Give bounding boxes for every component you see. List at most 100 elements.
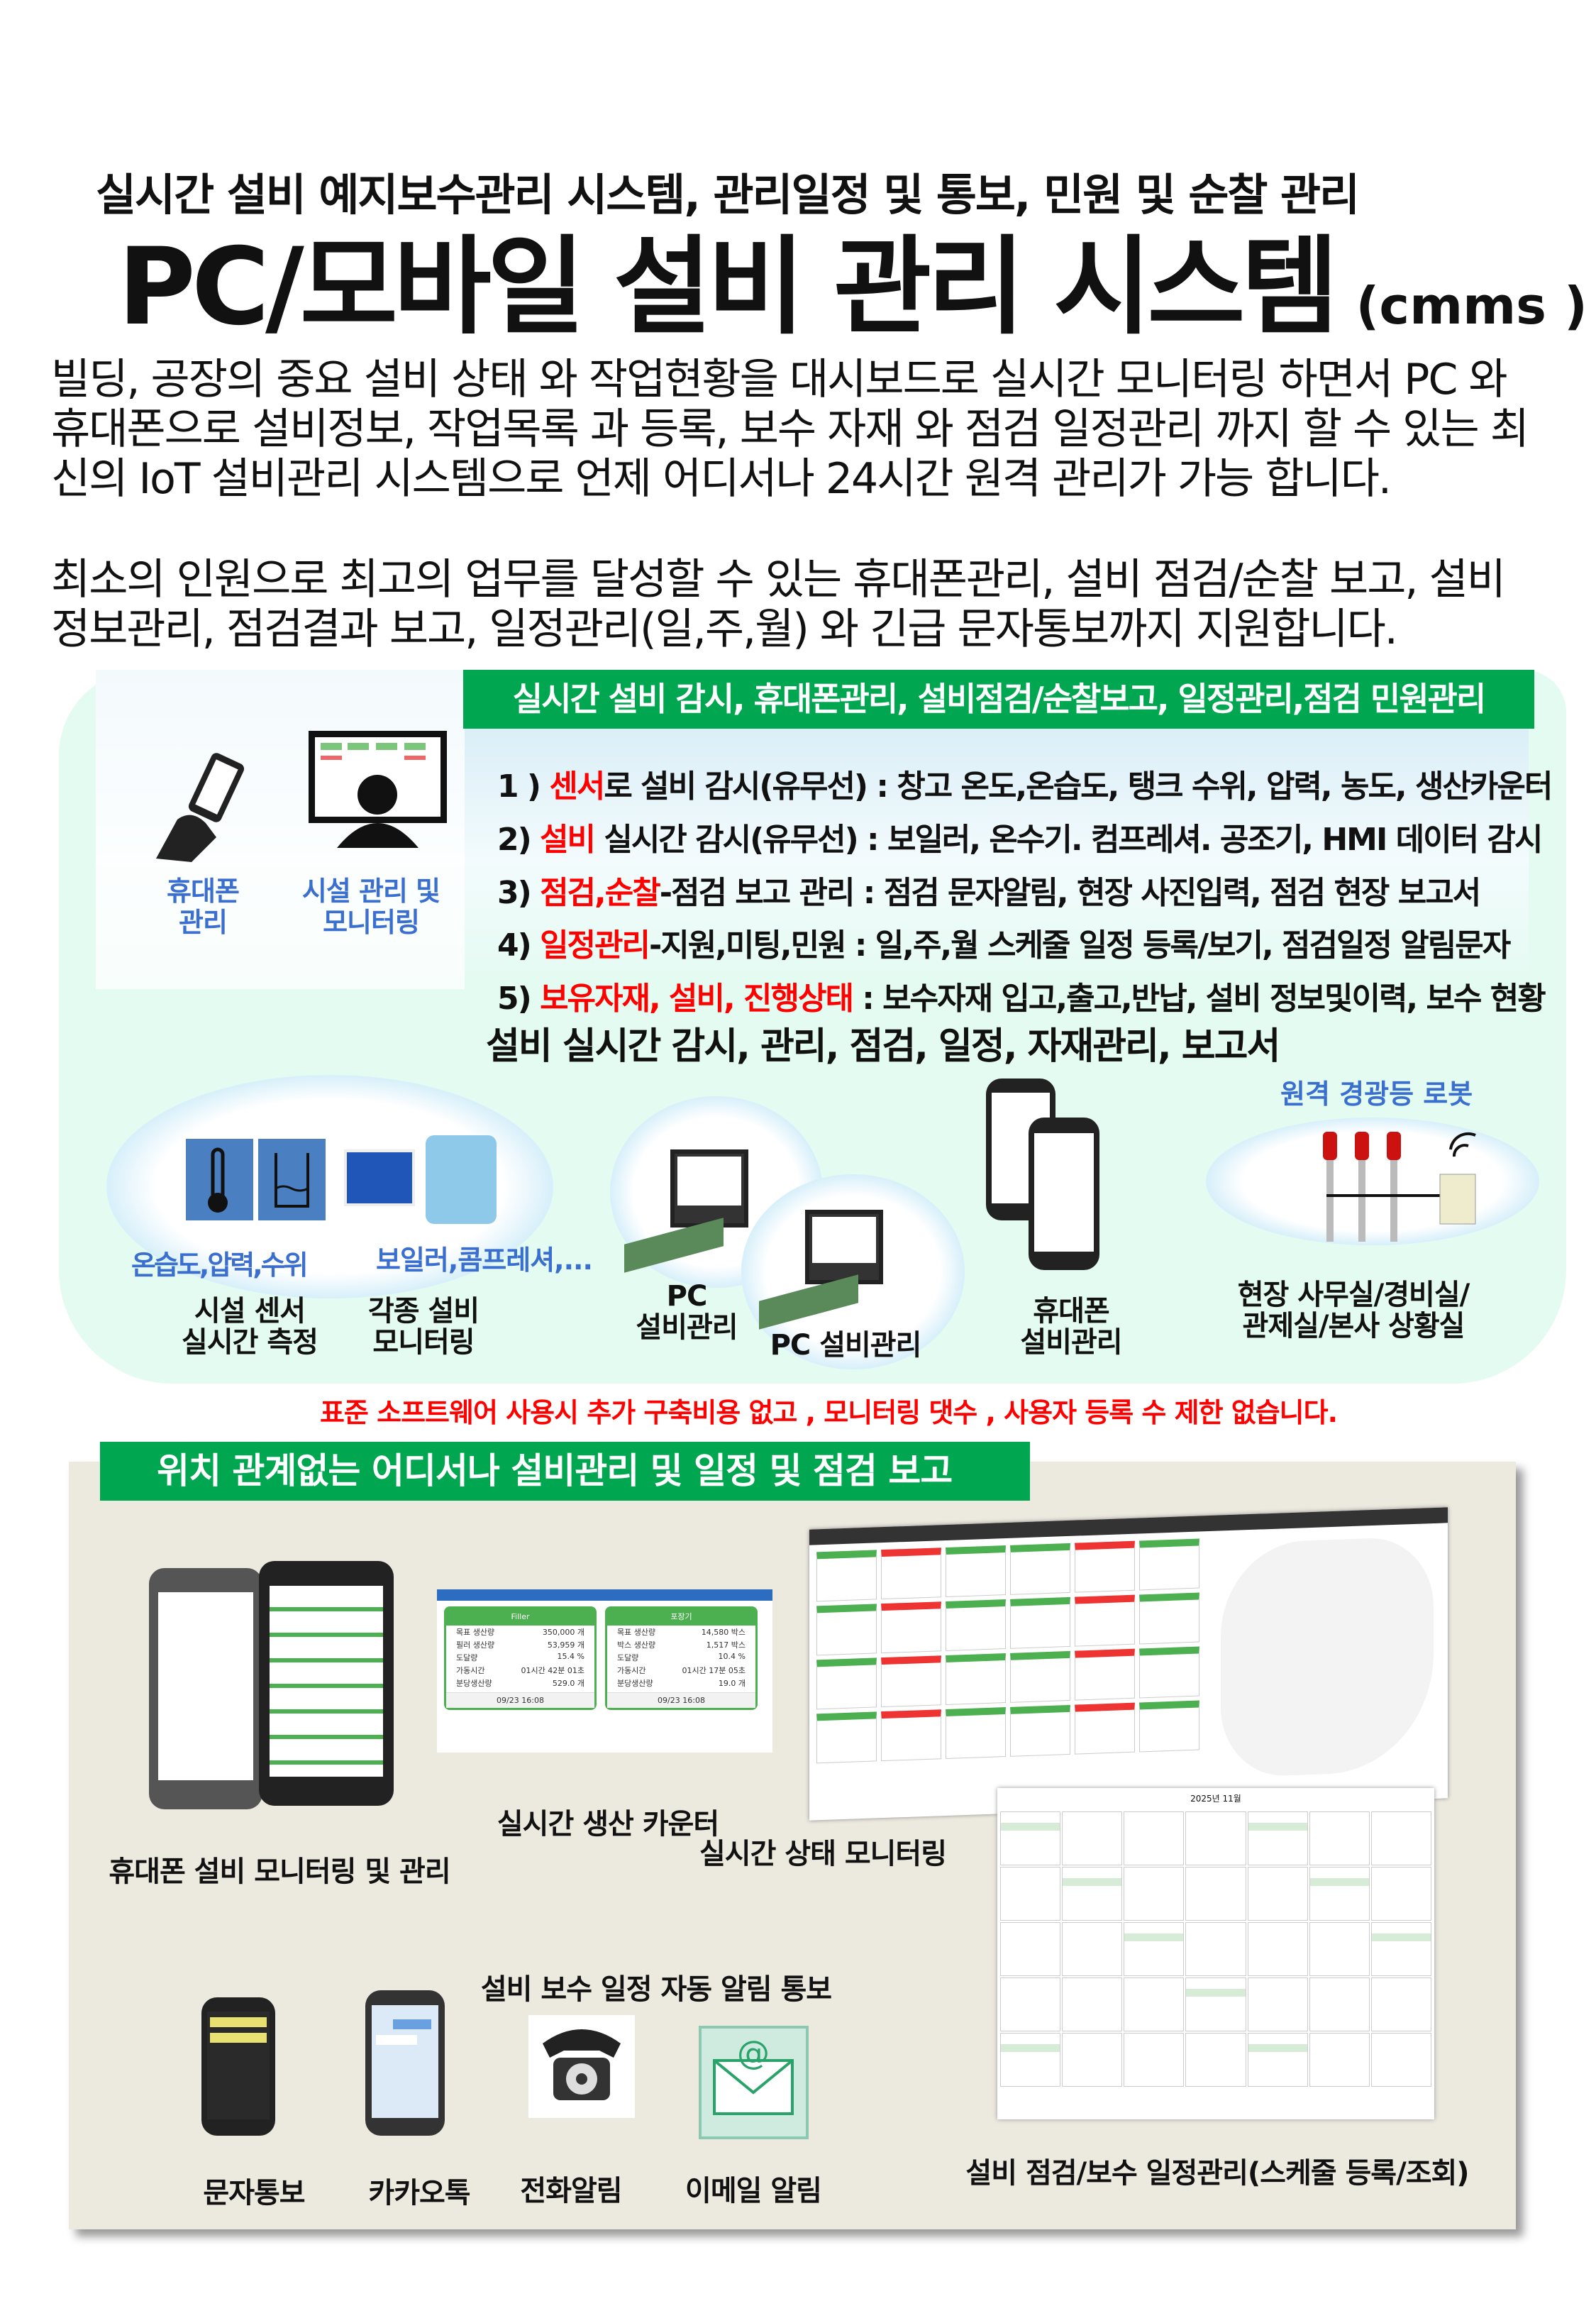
status-tile	[946, 1599, 1006, 1652]
status-tile	[1075, 1648, 1135, 1701]
calendar-day[interactable]	[1124, 1867, 1185, 1921]
counter-value: 529.0 개	[552, 1679, 584, 1688]
label-line: 관리	[179, 907, 228, 938]
kakaotalk-phone-icon	[365, 1990, 445, 2136]
counter-label: 도달량	[617, 1653, 639, 1662]
calendar-day[interactable]	[1000, 1811, 1061, 1865]
warning-light-robot-icon	[1312, 1128, 1497, 1249]
item-highlight: 점검,순찰	[540, 875, 661, 911]
calendar-day[interactable]	[1124, 1977, 1185, 2031]
caption-line: 설비관리	[1020, 1326, 1122, 1359]
calendar-day[interactable]	[1124, 2033, 1185, 2087]
caption-line: 관제실/본사 상황실	[1242, 1310, 1465, 1342]
section2-tab: 위치 관계없는 어디서나 설비관리 및 일정 및 점검 보고	[100, 1442, 1030, 1501]
status-tile	[1010, 1650, 1070, 1703]
counter-caption: 실시간 생산 카운터	[497, 1808, 719, 1841]
calendar-day[interactable]	[1185, 1977, 1246, 2031]
counter-value: 01시간 17분 05초	[682, 1666, 746, 1675]
pc-monitor-icon	[805, 1210, 883, 1284]
status-tile	[1139, 1700, 1199, 1753]
calendar-day[interactable]	[1309, 2033, 1370, 2087]
calendar-day[interactable]	[1062, 1811, 1123, 1865]
calendar-day[interactable]	[1370, 1867, 1431, 1921]
intro-line: 빌딩, 공장의 중요 설비 상태 와 작업현황을 대시보드로 실시간 모니터링 …	[51, 355, 1508, 404]
calendar-day[interactable]	[1247, 1977, 1308, 2031]
equipment-types-label: 보일러,콤프레셔,...	[376, 1245, 593, 1276]
intro-line: 최소의 인원으로 최고의 업무를 달성할 수 있는 휴대폰관리, 설비 점검/순…	[51, 555, 1506, 605]
status-tile	[816, 1711, 877, 1764]
item-text: 실시간 감시(유무선) : 보일러, 온수기. 컴프레셔. 공조기, HMI 데…	[594, 822, 1543, 858]
intro-line: 휴대폰으로 설비정보, 작업목록 과 등록, 보수 자재 와 점검 일정관리 까…	[51, 404, 1529, 454]
status-tile	[816, 1550, 877, 1602]
calendar-day[interactable]	[1062, 1922, 1123, 1976]
calendar-day[interactable]	[1370, 2033, 1431, 2087]
calendar-day[interactable]	[1062, 1867, 1123, 1921]
counter-row: 분당생산량 529.0 개	[446, 1677, 594, 1689]
calendar-day[interactable]	[1000, 2033, 1061, 2087]
calendar-day[interactable]	[1000, 1867, 1061, 1921]
calendar-day[interactable]	[1309, 1811, 1370, 1865]
caption-line: 휴대폰	[1033, 1295, 1109, 1328]
caption-line: 현장 사무실/경비실/	[1237, 1279, 1470, 1311]
calendar-day[interactable]	[1185, 2033, 1246, 2087]
counter-value: 1,517 박스	[706, 1640, 746, 1650]
left-illustration-box	[96, 670, 465, 989]
calendar-day[interactable]	[1309, 1977, 1370, 2031]
item-text: -점검 보고 관리 : 점검 문자알림, 현장 사진입력, 점검 현장 보고서	[659, 875, 1481, 911]
intro-paragraph-2: 최소의 인원으로 최고의 업무를 달성할 수 있는 휴대폰관리, 설비 점검/순…	[51, 555, 1562, 654]
counter-timestamp: 09/23 16:08	[446, 1692, 594, 1708]
calendar-day[interactable]	[1185, 1922, 1246, 1976]
calendar-day[interactable]	[1370, 1922, 1431, 1976]
sms-phone-icon	[201, 1997, 275, 2136]
feature-item-2: 2) 설비 실시간 감시(유무선) : 보일러, 온수기. 컴프레셔. 공조기,…	[497, 814, 1543, 859]
calendar-day[interactable]	[1124, 1922, 1185, 1976]
calendar-day[interactable]	[1247, 2033, 1308, 2087]
calendar-month: 2025년 11월	[1190, 1794, 1241, 1804]
counter-label: 분당생산량	[456, 1679, 492, 1688]
status-tile	[1010, 1543, 1070, 1595]
status-tile	[1075, 1594, 1135, 1647]
calendar-day[interactable]	[1000, 1977, 1061, 2031]
caption-line: 모니터링	[372, 1326, 475, 1359]
calendar-day[interactable]	[1370, 1811, 1431, 1865]
counter-value: 19.0 개	[718, 1679, 746, 1688]
status-tile	[1010, 1596, 1070, 1649]
map-image	[1221, 1535, 1434, 1778]
title-text: PC/모바일 설비 관리 시스템	[118, 226, 1339, 349]
item-highlight: 보유자재, 설비, 진행상태	[540, 981, 854, 1017]
calendar-day[interactable]	[1247, 1922, 1308, 1976]
calendar-day[interactable]	[1185, 1811, 1246, 1865]
sensor-types-label: 온습도,압력,수위	[131, 1249, 309, 1281]
calendar-day[interactable]	[1309, 1867, 1370, 1921]
status-tile	[881, 1548, 941, 1600]
calendar-day[interactable]	[1062, 1977, 1123, 2031]
item-number: 5)	[497, 981, 532, 1017]
calendar-day[interactable]	[1309, 1922, 1370, 1976]
calendar-day[interactable]	[1370, 1977, 1431, 2031]
calendar-caption: 설비 점검/보수 일정관리(스케줄 등록/조회)	[965, 2157, 1469, 2190]
intro-line: 정보관리, 점검결과 보고, 일정관리(일,주,월) 와 긴급 문자통보까지 지…	[51, 605, 1398, 654]
calendar-day[interactable]	[1062, 2033, 1123, 2087]
calendar-day[interactable]	[1185, 1867, 1246, 1921]
status-tile	[816, 1604, 877, 1656]
calendar-day[interactable]	[1247, 1867, 1308, 1921]
calendar-day[interactable]	[1247, 1811, 1308, 1865]
feature-item-1: 1 ) 센서로 설비 감시(유무선) : 창고 온도,온습도, 탱크 수위, 압…	[497, 761, 1553, 806]
feature-item-3: 3) 점검,순찰-점검 보고 관리 : 점검 문자알림, 현장 사진입력, 점검…	[497, 867, 1481, 912]
alert-kakao-label: 카카오톡	[368, 2177, 470, 2210]
counter-value: 10.4 %	[718, 1652, 746, 1661]
calendar-day[interactable]	[1124, 1811, 1185, 1865]
calendar-day[interactable]	[1000, 1922, 1061, 1976]
caption-line: 각종 설비	[367, 1295, 480, 1328]
counter-label: 필러 생산량	[456, 1640, 495, 1650]
